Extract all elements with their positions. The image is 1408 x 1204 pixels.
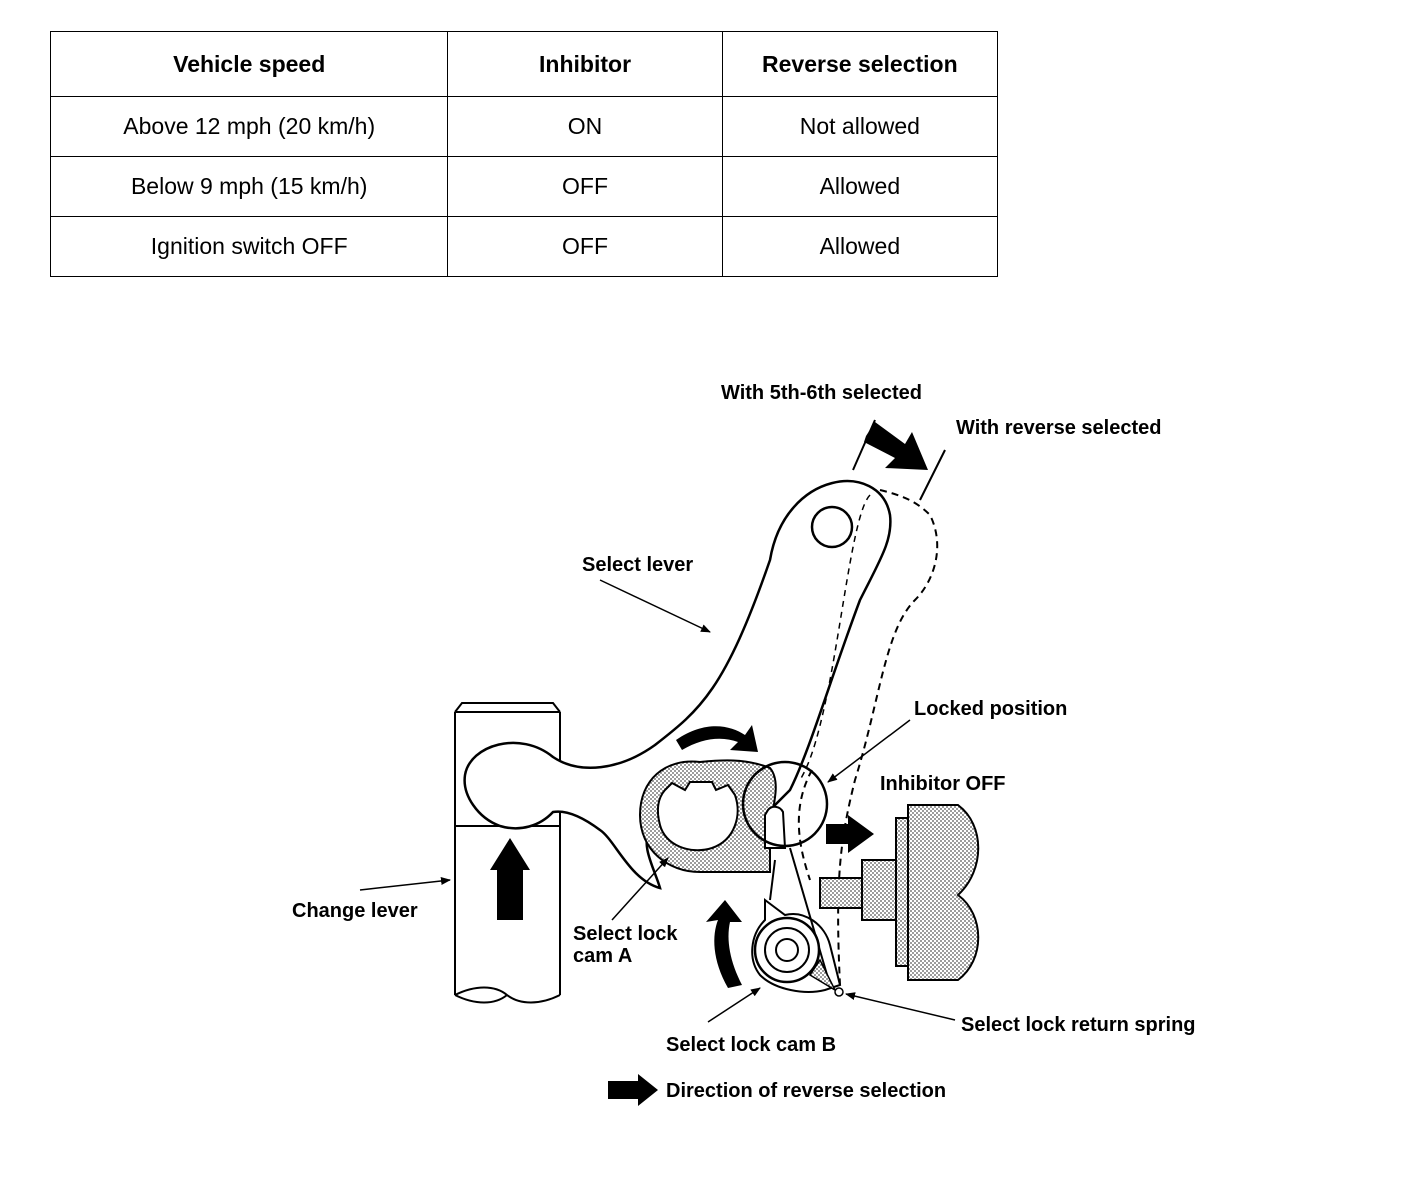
inhibitor-solenoid	[819, 804, 980, 981]
locked-position-circle	[741, 760, 829, 848]
label-select-lock-cam-a-line1: Select lock	[573, 923, 678, 945]
select-lock-cam-a	[638, 759, 787, 873]
cell-reverse-selection: Not allowed	[721, 96, 999, 157]
inhibitor-arrow-icon	[826, 815, 874, 853]
change-lever	[454, 702, 561, 1004]
reverse-inhibitor-table: Vehicle speed Inhibitor Reverse selectio…	[49, 31, 999, 277]
label-with-5th-6th-selected: With 5th-6th selected	[721, 382, 922, 404]
legend: Direction of reverse selection	[608, 1074, 946, 1106]
table-row: Ignition switch OFF OFF Allowed	[49, 216, 999, 277]
header-vehicle-speed: Vehicle speed	[49, 31, 449, 97]
table-header-row: Vehicle speed Inhibitor Reverse selectio…	[49, 31, 999, 97]
reverse-position-outline	[837, 489, 939, 986]
label-with-reverse-selected: With reverse selected	[956, 417, 1161, 439]
label-inhibitor-off: Inhibitor OFF	[880, 773, 1006, 795]
legend-label: Direction of reverse selection	[666, 1080, 946, 1102]
label-select-lever: Select lever	[582, 554, 693, 576]
cell-reverse-selection: Allowed	[721, 216, 999, 277]
label-locked-position: Locked position	[914, 698, 1067, 720]
header-inhibitor: Inhibitor	[447, 31, 723, 97]
reverse-direction-arrow-icon	[864, 422, 928, 470]
label-change-lever: Change lever	[292, 900, 418, 922]
label-select-lock-return-spring: Select lock return spring	[961, 1014, 1196, 1036]
cell-inhibitor: OFF	[447, 216, 723, 277]
header-reverse-selection: Reverse selection	[721, 31, 999, 97]
up-arrow-icon	[490, 838, 530, 920]
label-select-lock-cam-a-line2: cam A	[573, 945, 632, 967]
rotation-arrow-cam-b-icon	[706, 900, 742, 988]
rotation-arrow-top-icon	[676, 725, 758, 752]
label-select-lock-cam-b: Select lock cam B	[666, 1034, 836, 1056]
select-lock-cam-b	[751, 847, 844, 997]
cell-vehicle-speed: Ignition switch OFF	[49, 216, 449, 277]
legend-arrow-icon	[608, 1074, 658, 1106]
